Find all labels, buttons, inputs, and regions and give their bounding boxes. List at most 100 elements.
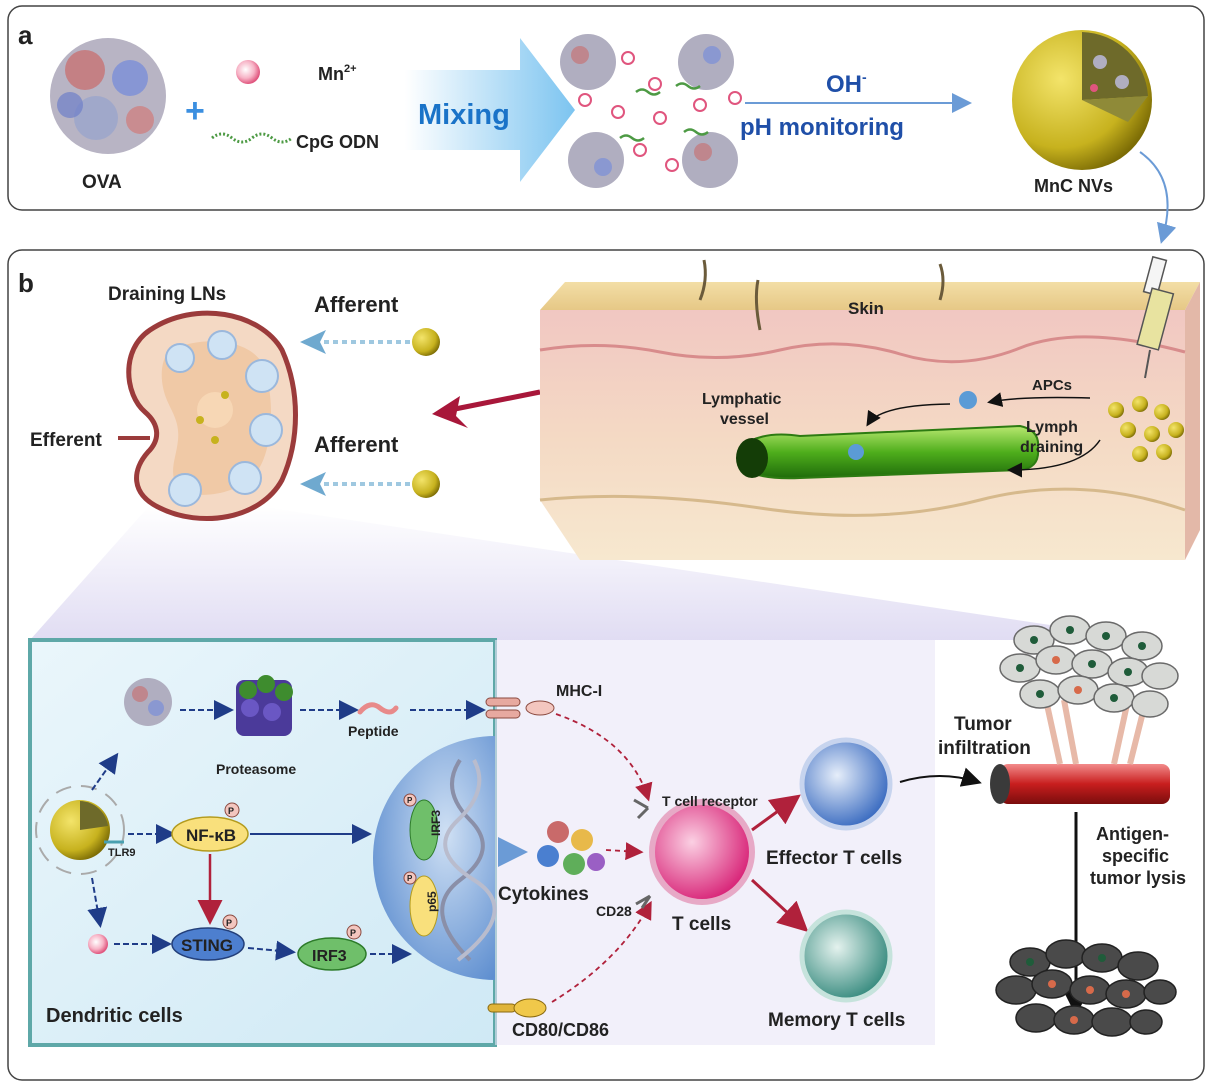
sting-to-irf3-arrow — [247, 940, 296, 961]
afferent-top-arrowhead — [300, 330, 326, 354]
nfkb-phos-label: P — [228, 806, 234, 816]
cytokines-label: Cytokines — [498, 884, 589, 905]
lymph-node-icon — [126, 310, 298, 521]
endosome-icon — [35, 785, 125, 875]
mnc-nv-cutaway — [80, 801, 108, 830]
dna-strand-1 — [440, 758, 485, 962]
ova-label: OVA — [82, 172, 122, 193]
sting-label: STING — [181, 936, 233, 955]
apcs-label: APCs — [1032, 377, 1072, 394]
sting-node — [171, 927, 245, 961]
cytokines-icon — [537, 821, 605, 875]
irf3-nucleus-phos-icon — [403, 793, 417, 807]
zoom-funnel — [30, 505, 1150, 640]
nfkb-phos-icon — [224, 802, 240, 818]
blood-vessel-lumen — [990, 764, 1010, 804]
dna-strand-2 — [443, 759, 497, 962]
irf3-node — [297, 937, 367, 971]
afferent-bottom-label: Afferent — [314, 432, 399, 457]
syringe-icon — [1136, 255, 1175, 379]
peptide-icon — [357, 702, 399, 715]
mhc-label: MHC-I — [556, 683, 602, 700]
memory-label: Memory T cells — [768, 1010, 905, 1031]
mnc-label: MnC NVs — [1034, 176, 1113, 196]
t-cells-label: T cells — [672, 914, 731, 935]
lymph-label-2: draining — [1020, 439, 1083, 456]
skin-label: Skin — [848, 299, 884, 318]
p65-node — [409, 875, 439, 937]
nv-cluster-icon — [1108, 396, 1184, 462]
lymph-label-1: Lymph — [1026, 419, 1078, 436]
tumor-label-2: infiltration — [938, 738, 1031, 759]
irf3-phos-icon — [346, 924, 362, 940]
blood-vessel-icon — [1000, 764, 1170, 804]
apc-arrow — [987, 392, 1091, 408]
lysis-label-3: tumor lysis — [1090, 868, 1186, 888]
peptide-label: Peptide — [348, 723, 399, 739]
afferent-top-nv-icon — [412, 328, 440, 356]
tumor-nuclei-icon — [1016, 626, 1146, 702]
mn-ion-in-dc-icon — [88, 934, 108, 954]
cpg-label: CpG ODN — [296, 132, 379, 152]
t-cell-icon — [649, 799, 755, 905]
drainage-arrowhead — [432, 396, 468, 428]
panel-a-letter: a — [18, 20, 33, 50]
mhc-i-icon — [485, 697, 555, 719]
tcr-label: T cell receptor — [662, 793, 758, 809]
p65-label: p65 — [425, 891, 439, 912]
afferent-bottom-nv-icon — [412, 470, 440, 498]
drainage-arrow — [449, 389, 541, 413]
lymphatic-label-1: Lymphatic — [702, 391, 782, 408]
mixture-icon — [560, 34, 742, 188]
mixing-arrow — [405, 38, 575, 182]
plus-sign: + — [185, 92, 205, 130]
mnc-nv-sphere-icon — [1012, 30, 1152, 170]
lysis-label-1: Antigen- — [1096, 824, 1169, 844]
effector-t-cell-icon — [799, 737, 893, 831]
irf3-nucleus-node — [409, 799, 439, 861]
irf3-nucleus-phos-label: P — [407, 796, 413, 805]
mixing-label: Mixing — [418, 99, 510, 131]
lymphatic-label-2: vessel — [720, 411, 769, 428]
lysis-label-2: specific — [1102, 846, 1169, 866]
effector-label: Effector T cells — [766, 848, 902, 869]
afferent-top-label: Afferent — [314, 292, 399, 317]
tumor-label-1: Tumor — [954, 714, 1012, 735]
nfkb-label: NF-κB — [186, 826, 236, 845]
ova-small-icon — [124, 678, 172, 726]
nv-to-mn-arrow — [87, 877, 108, 928]
cd80-cd86-icon — [487, 998, 547, 1018]
panel-b-letter: b — [18, 268, 34, 298]
cd80-label: CD80/CD86 — [512, 1020, 609, 1040]
lymph-draining-arrow — [1007, 439, 1101, 478]
nv-to-ova-arrow — [91, 752, 119, 791]
lymphatic-vessel-icon — [739, 424, 1040, 480]
ova-protein-icon — [50, 38, 166, 154]
effector-to-vessel-arrow — [899, 767, 982, 787]
irf3-nucleus-label: IRF3 — [429, 810, 443, 836]
vessel-branch-1 — [1043, 699, 1079, 765]
sting-phos-icon — [222, 914, 238, 930]
tcr-icon — [633, 798, 650, 820]
efferent-label: Efferent — [30, 430, 102, 451]
tcell-to-effector-arrow — [751, 794, 801, 832]
lysed-tumor-spots-icon — [1026, 954, 1130, 1024]
memory-t-cell-icon — [799, 909, 893, 1003]
apc-icon — [959, 391, 977, 409]
irf3-phos-label: P — [350, 928, 356, 938]
nfkb-node — [171, 816, 249, 852]
panel-a-frame — [7, 5, 1205, 211]
proteasome-label: Proteasome — [216, 761, 296, 777]
nucleus-icon — [373, 736, 495, 980]
cd80-to-cd28-arrow — [551, 900, 652, 1003]
cytokines-to-tcell-arrow — [605, 842, 644, 861]
vessel-lumen — [736, 438, 768, 478]
irf3-label: IRF3 — [312, 948, 347, 965]
oh-label: OH- — [826, 69, 867, 98]
cd28-icon — [635, 894, 652, 909]
apc-in-vessel-icon — [848, 444, 864, 460]
p65-phos-icon — [403, 871, 417, 885]
mn-label: Mn2+ — [318, 63, 357, 84]
draining-lns-label: Draining LNs — [108, 284, 226, 305]
tcell-to-memory-arrow — [750, 878, 809, 933]
